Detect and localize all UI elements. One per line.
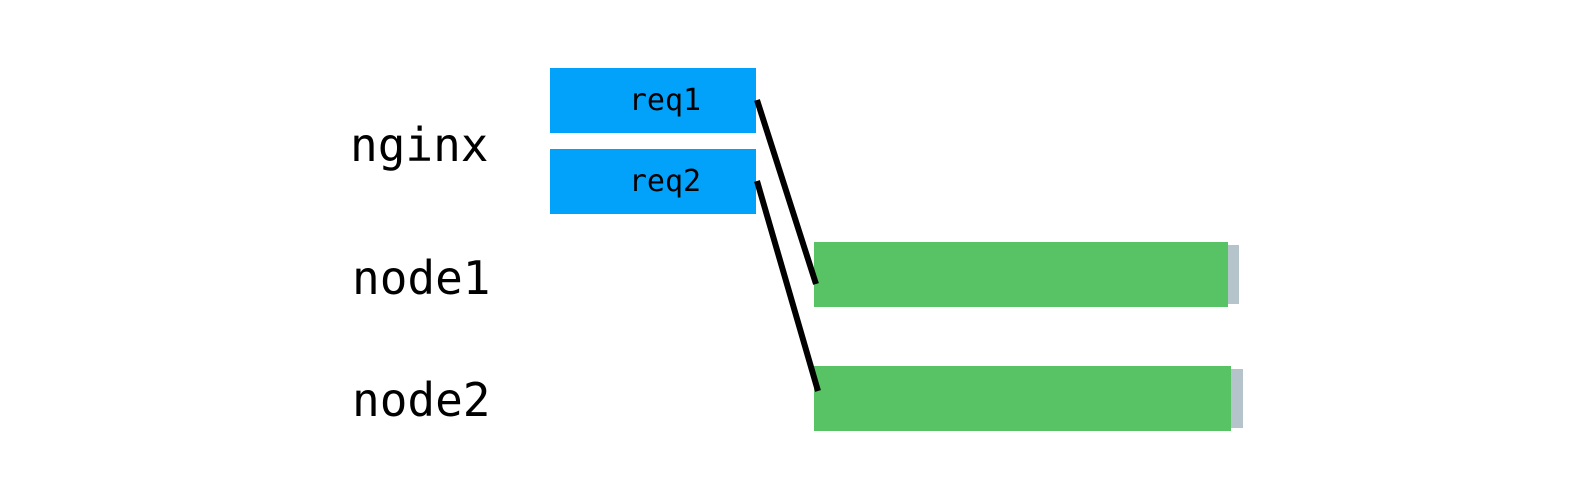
request-box-label: req2 — [628, 163, 702, 199]
node-bar-fill — [814, 366, 1231, 431]
request-box-req1[interactable]: req1 — [550, 68, 756, 133]
request-box-req2[interactable]: req2 — [550, 149, 756, 214]
row-label-node1: node1 — [352, 251, 491, 305]
node-bar-node2[interactable] — [814, 366, 1243, 431]
edge-req2-to-node2 — [754, 180, 821, 392]
node-bar-tail — [1228, 245, 1239, 304]
node-bar-node1[interactable] — [814, 242, 1239, 307]
node-bar-fill — [814, 242, 1228, 307]
request-box-label: req1 — [628, 82, 702, 118]
row-label-nginx: nginx — [350, 118, 489, 172]
node-bar-tail — [1231, 369, 1243, 428]
row-label-node2: node2 — [352, 373, 491, 427]
edge-req1-to-node1 — [754, 99, 819, 285]
